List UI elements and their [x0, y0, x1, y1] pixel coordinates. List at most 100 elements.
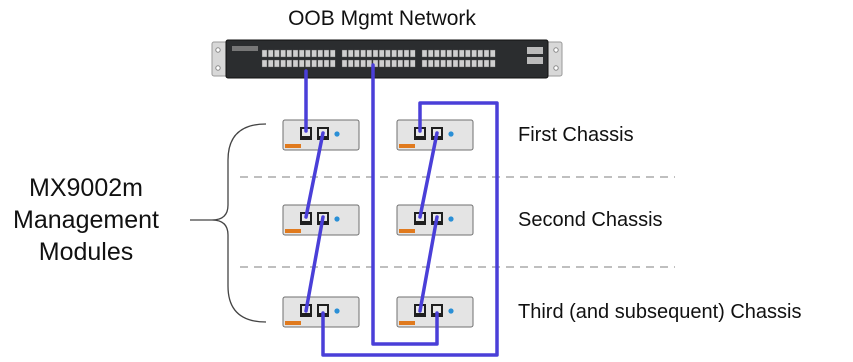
chassis-label-third: Third (and subsequent) Chassis [518, 301, 801, 323]
switch-port [490, 49, 496, 58]
switch-port [477, 49, 483, 58]
switch-port [274, 59, 280, 68]
status-led [448, 216, 454, 222]
switch-port [391, 59, 397, 68]
switch-port [459, 49, 465, 58]
switch-port [397, 59, 403, 68]
network-title: OOB Mgmt Network [288, 7, 476, 30]
switch-port [421, 59, 428, 68]
switch-port [366, 59, 372, 68]
switch-port [261, 59, 268, 68]
chassis-label-first: First Chassis [518, 124, 634, 146]
switch-port [286, 59, 292, 68]
switch-body [225, 39, 549, 79]
switch-port [268, 49, 274, 58]
switch-logo [232, 46, 258, 51]
switch-port [434, 49, 440, 58]
switch-port [274, 49, 280, 58]
switch-port [440, 49, 446, 58]
module-accent [399, 229, 415, 233]
cable-switch-to-third-chassis [371, 63, 439, 346]
switch-port [317, 49, 323, 58]
management-modules [282, 119, 474, 328]
switch-port [292, 59, 299, 68]
switch-port [483, 49, 490, 58]
switch-port [341, 49, 348, 58]
switch-port [397, 49, 403, 58]
switch-port [490, 59, 496, 68]
cable-first-to-second-right [418, 131, 439, 219]
switch-port [459, 59, 465, 68]
modules-label-line-3: Modules [39, 238, 134, 266]
switch-port [452, 49, 459, 58]
cable-third-to-first-right [321, 101, 499, 357]
network-switch [211, 39, 563, 79]
switch-port [477, 59, 483, 68]
module-accent [399, 144, 415, 148]
switch-port [428, 59, 434, 68]
switch-port [379, 49, 385, 58]
switch-port [471, 49, 477, 58]
switch-port [385, 49, 391, 58]
chassis-label-second: Second Chassis [518, 209, 663, 231]
switch-port [360, 49, 366, 58]
switch-port [299, 59, 305, 68]
status-led [334, 131, 340, 137]
switch-port [317, 59, 323, 68]
switch-port [292, 49, 299, 58]
modules-label-line-1: MX9002m [29, 174, 143, 202]
switch-port [385, 59, 391, 68]
switch-port [440, 59, 446, 68]
switch-port [323, 49, 330, 58]
switch-port [410, 59, 416, 68]
uplink-port [527, 57, 543, 64]
switch-port [323, 59, 330, 68]
switch-port [391, 49, 397, 58]
uplink-port [527, 47, 543, 54]
modules-label-line-2: Management [13, 206, 159, 234]
switch-port [311, 59, 317, 68]
status-led [334, 308, 340, 314]
switch-port [446, 49, 452, 58]
switch-port [348, 49, 354, 58]
module-accent [285, 229, 301, 233]
switch-port [348, 59, 354, 68]
switch-port [354, 59, 360, 68]
module-accent [285, 321, 301, 325]
modules-brace [211, 123, 267, 323]
switch-port [305, 59, 311, 68]
cable-second-to-third-left [304, 215, 325, 313]
cable-first-to-second-left [304, 131, 325, 219]
switch-port [366, 49, 372, 58]
cables [304, 63, 499, 357]
switch-port [372, 49, 379, 58]
switch-ports [261, 49, 496, 68]
switch-port [305, 49, 311, 58]
switch-port [483, 59, 490, 68]
switch-port [354, 49, 360, 58]
switch-port [299, 49, 305, 58]
cable-second-to-third-right [418, 215, 439, 313]
switch-port [280, 49, 286, 58]
status-led [448, 308, 454, 314]
switch-port [311, 49, 317, 58]
switch-port [341, 59, 348, 68]
switch-port [280, 59, 286, 68]
management-module [396, 296, 474, 328]
switch-port [330, 49, 336, 58]
switch-port [471, 59, 477, 68]
switch-port [403, 49, 410, 58]
switch-port [428, 49, 434, 58]
switch-port [434, 59, 440, 68]
switch-port [403, 59, 410, 68]
switch-port [286, 49, 292, 58]
status-led [334, 216, 340, 222]
switch-port [465, 59, 471, 68]
switch-port [268, 59, 274, 68]
switch-port [465, 49, 471, 58]
switch-port [452, 59, 459, 68]
module-accent [399, 321, 415, 325]
switch-port [330, 59, 336, 68]
module-accent [285, 144, 301, 148]
